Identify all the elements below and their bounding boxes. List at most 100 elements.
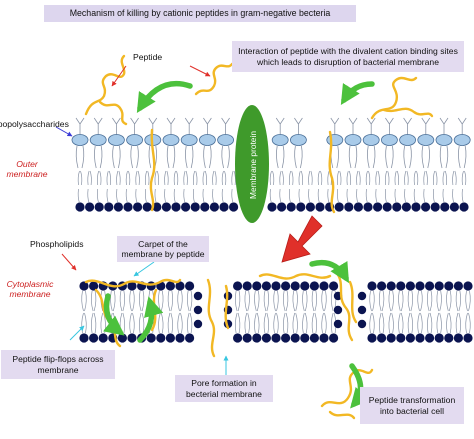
phospholipid-tail — [407, 312, 414, 334]
lps-head — [380, 134, 398, 146]
phospholipid-tail — [375, 188, 378, 204]
phospholipid-tail — [231, 170, 236, 186]
phospholipid-tail — [289, 170, 294, 186]
lps-chain — [403, 117, 412, 135]
phospholipid-tail — [433, 170, 438, 186]
phospholipid-head — [271, 281, 281, 291]
phospholipid-head — [181, 202, 191, 212]
phospholipid-head — [434, 333, 444, 343]
lps-tail — [385, 145, 394, 169]
label-pointers — [55, 65, 229, 376]
phospholipid-head — [185, 281, 195, 291]
phospholipid-tail — [183, 170, 188, 186]
phospholipid-head — [175, 333, 185, 343]
lps-tail — [112, 145, 121, 169]
phospholipid-head — [89, 281, 99, 291]
phospholipid-tail — [106, 188, 109, 204]
phospholipid-tail — [97, 170, 102, 186]
lps-chain — [275, 117, 285, 135]
phospholipid-tail — [378, 290, 385, 312]
lps-tail — [294, 145, 303, 169]
phospholipid-tail — [125, 170, 131, 186]
phospholipid-tail — [279, 188, 282, 204]
peptide-strand — [370, 76, 418, 120]
phospholipid-head — [444, 333, 454, 343]
phospholipid-tail — [452, 170, 457, 186]
lps-chain — [385, 117, 394, 135]
phospholipid-tail — [129, 312, 135, 334]
lps-tail — [130, 145, 139, 169]
phospholipid-tail — [292, 312, 298, 334]
lps-tail — [276, 145, 285, 169]
phospholipid-tail — [77, 188, 80, 204]
phospholipid-head — [425, 333, 435, 343]
phospholipid-tail — [465, 312, 471, 334]
phospholipid-head — [453, 281, 463, 291]
phospholipid-tail — [116, 188, 119, 204]
peptide-strand — [98, 100, 128, 126]
pointer-arrow — [133, 261, 155, 277]
phospholipid-tail — [398, 312, 404, 334]
phospholipid-head — [261, 281, 271, 291]
lps-tail — [421, 145, 430, 169]
process-arrows — [102, 80, 375, 409]
phospholipid-head — [396, 333, 406, 343]
phospholipid-head — [175, 281, 185, 291]
phospholipid-tail — [311, 290, 318, 312]
phospholipid-tail — [308, 170, 313, 186]
phospholipid-head — [281, 281, 291, 291]
cytoplasmic-membrane-label: Cytoplasmic membrane — [6, 279, 54, 299]
phospholipid-head — [290, 281, 300, 291]
lps-chain — [366, 117, 376, 135]
pore-lining-head — [193, 319, 203, 329]
lps-head — [435, 134, 453, 146]
lps-head — [180, 134, 198, 146]
lps-chain — [330, 117, 340, 135]
phospholipid-head — [233, 281, 243, 291]
phospholipid-tail — [302, 290, 308, 312]
phospholipid-head — [290, 333, 300, 343]
phospholipid-tail — [110, 290, 116, 312]
phospholipid-tail — [125, 188, 128, 204]
phospholipid-head — [319, 333, 329, 343]
phospholipid-head — [434, 281, 444, 291]
diagram-title: Mechanism of killing by cationic peptide… — [44, 5, 356, 22]
phospholipid-head — [411, 202, 421, 212]
phospholipid-tail — [193, 170, 198, 186]
phospholipid-tail — [337, 170, 342, 186]
phospholipid-head — [300, 281, 310, 291]
phospholipid-head — [229, 202, 239, 212]
phospholipid-tail — [145, 188, 148, 204]
phospholipid-tail — [77, 170, 83, 186]
phospholipid-tail — [433, 188, 436, 204]
phospholipid-head — [242, 281, 252, 291]
phospholipid-tail — [221, 170, 227, 186]
phospholipid-tail — [87, 188, 90, 204]
lps-head — [271, 134, 289, 146]
phospholipid-tail — [254, 312, 260, 334]
lps-chain — [294, 117, 303, 135]
phospholipid-head — [281, 333, 291, 343]
phospholipid-tail — [423, 188, 426, 204]
lps-head — [289, 134, 307, 146]
phospholipid-head — [453, 333, 463, 343]
flip-flop-callout: Peptide flip-flops across membrane — [1, 350, 115, 379]
phospholipid-tail — [269, 188, 272, 204]
phospholipid-head — [252, 333, 262, 343]
phospholipid-tail — [436, 312, 442, 334]
peptide-strand — [206, 278, 216, 358]
phospholipid-head — [296, 202, 306, 212]
lps-tail — [203, 145, 212, 169]
phospholipid-tail — [446, 312, 452, 334]
green-arrow — [102, 293, 125, 336]
phospholipid-tail — [337, 188, 340, 204]
pore-lining-head — [357, 319, 367, 329]
phospholipid-head — [430, 202, 440, 212]
phospholipid-tail — [282, 312, 289, 334]
phospholipid-tail — [129, 290, 135, 312]
phospholipid-head — [171, 202, 181, 212]
phospholipid-tail — [346, 188, 349, 204]
phospholipid-tail — [263, 290, 270, 312]
phospholipid-head — [127, 333, 137, 343]
outer-membrane — [71, 117, 471, 212]
